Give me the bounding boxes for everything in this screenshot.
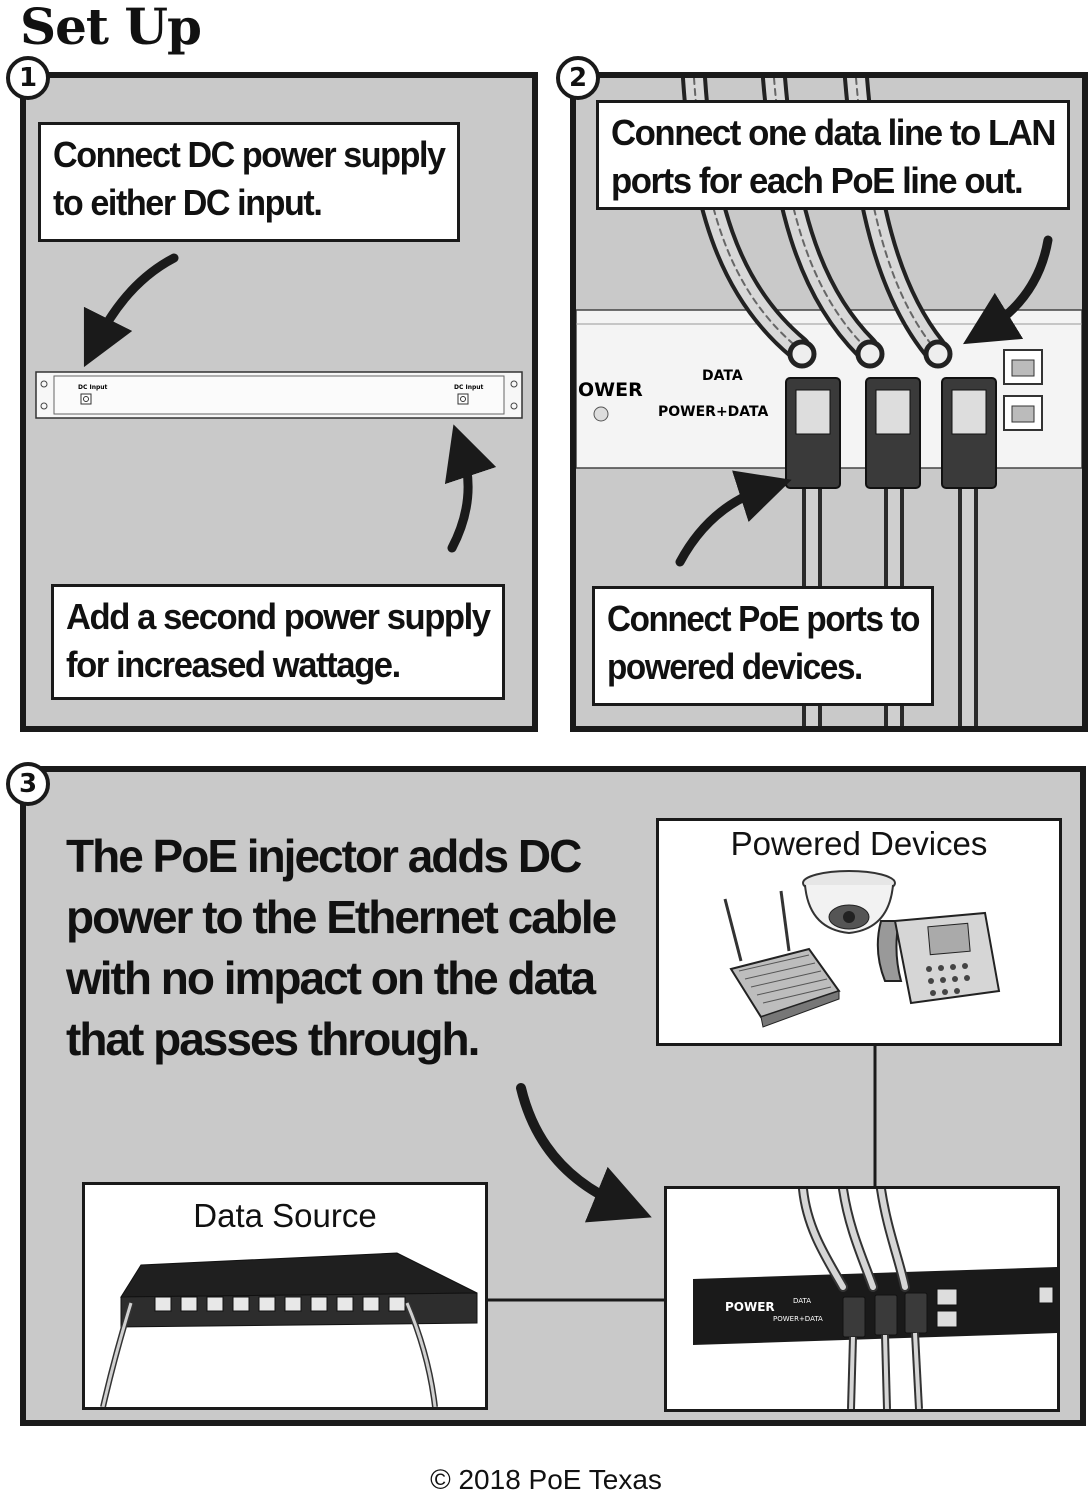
- copyright-notice: © 2018 PoE Texas: [430, 1464, 662, 1495]
- callout-second-supply-line-2: for increased wattage.: [66, 644, 401, 685]
- callout-second-supply: Add a second power supply for increased …: [51, 584, 505, 700]
- power-label-partial: OWER: [578, 379, 643, 401]
- network-switch-illustration: [100, 1252, 478, 1407]
- step-1-panel: DC Input DC Input Connect DC power suppl…: [20, 72, 538, 732]
- power-data-port-label: POWER+DATA: [658, 404, 769, 420]
- arrow-to-left-input: [83, 253, 179, 368]
- callout-connect-lan-line-2: ports for each PoE line out.: [611, 160, 1024, 201]
- step-3-description: The PoE injector adds DC power to the Et…: [66, 826, 617, 1070]
- powered-devices-illustration: [723, 870, 1001, 1028]
- step-3-badge: 3: [6, 762, 50, 806]
- callout-connect-lan: Connect one data line to LAN ports for e…: [596, 100, 1070, 210]
- step-3-panel: The PoE injector adds DC power to the Et…: [20, 766, 1086, 1426]
- step-2-illustration: OWER DATA POWER+DATA: [576, 78, 1082, 726]
- callout-connect-dc: Connect DC power supply to either DC inp…: [38, 122, 460, 242]
- powered-devices-label: Powered Devices: [730, 825, 988, 862]
- callout-connect-dc-line-2: to either DC input.: [53, 182, 323, 223]
- data-port-label: DATA: [702, 368, 743, 384]
- arrow-to-right-input: [444, 424, 497, 553]
- injector-illustration: POWER DATA POWER+DATA: [693, 1189, 1057, 1409]
- data-source-box: Data Source: [82, 1182, 488, 1410]
- injector-power-label: POWER: [725, 1300, 775, 1314]
- data-source-label: Data Source: [193, 1197, 377, 1234]
- callout-connect-poe: Connect PoE ports to powered devices.: [592, 586, 934, 706]
- callout-connect-dc-line-1: Connect DC power supply: [53, 134, 446, 175]
- dc-input-label-right: DC Input: [454, 384, 484, 391]
- injector-rack-unit: DC Input DC Input: [35, 371, 523, 419]
- callout-connect-poe-line-1: Connect PoE ports to: [607, 598, 920, 639]
- step-1-badge: 1: [6, 56, 50, 100]
- description-line-2: power to the Ethernet cable: [66, 891, 617, 943]
- description-line-4: that passes through.: [66, 1013, 480, 1065]
- injector-box: POWER DATA POWER+DATA: [664, 1186, 1060, 1412]
- step-1-illustration: DC Input DC Input: [35, 253, 523, 553]
- arrow-to-poe-ports: [675, 470, 792, 567]
- callout-connect-poe-line-2: powered devices.: [607, 646, 863, 687]
- injector-data-label: DATA: [793, 1297, 811, 1305]
- router-icon: [723, 890, 841, 1028]
- arrow-to-injector: [516, 1083, 652, 1223]
- powered-devices-box: Powered Devices: [656, 818, 1062, 1046]
- description-line-1: The PoE injector adds DC: [66, 830, 582, 882]
- step-3-connectors: [484, 1044, 877, 1302]
- dc-input-label-left: DC Input: [78, 384, 108, 391]
- arrow-to-lan-ports: [963, 235, 1053, 345]
- page-title: Set Up: [20, 0, 202, 56]
- callout-second-supply-line-1: Add a second power supply: [66, 596, 491, 637]
- callout-connect-lan-line-1: Connect one data line to LAN: [611, 112, 1056, 153]
- injector-power-data-label: POWER+DATA: [773, 1315, 823, 1323]
- description-line-3: with no impact on the data: [66, 952, 596, 1004]
- step-2-panel: OWER DATA POWER+DATA: [570, 72, 1088, 732]
- step-2-badge: 2: [556, 56, 600, 100]
- ip-phone-icon: [876, 911, 1001, 1005]
- dome-camera-icon: [802, 870, 896, 935]
